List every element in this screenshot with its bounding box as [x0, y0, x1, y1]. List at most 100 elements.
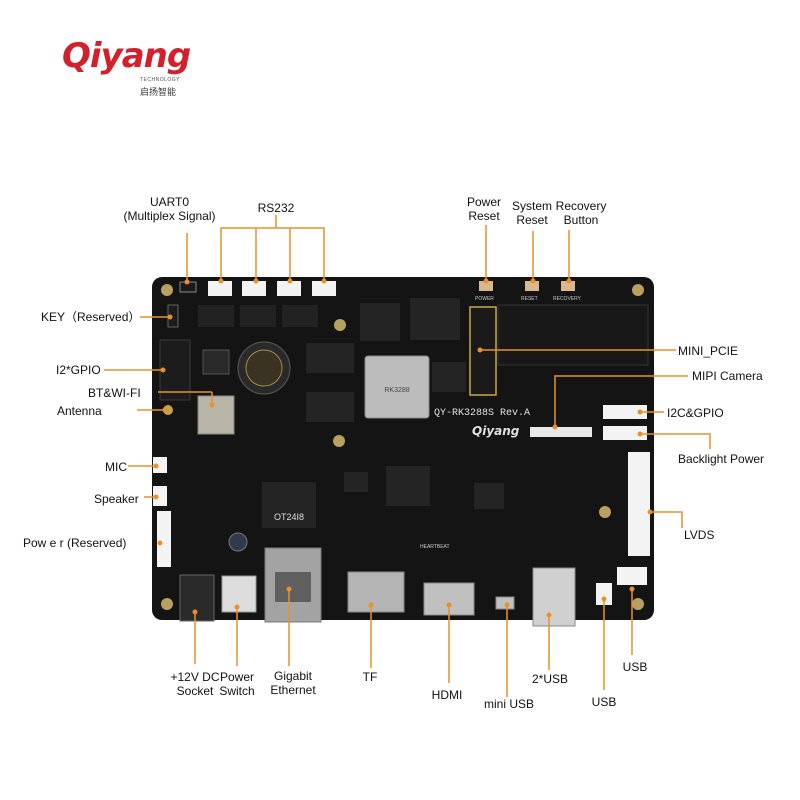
- leader-dot: [446, 602, 452, 608]
- silk-reset: RESET: [521, 296, 538, 302]
- leader-dot: [253, 278, 259, 284]
- label-uart0-line1: UART0: [149, 195, 190, 209]
- soc-label: RK3288: [384, 387, 409, 394]
- label-ethernet-line1: Gigabit: [273, 669, 313, 683]
- mini-pcie-slot: [469, 306, 497, 396]
- leader-dot: [504, 602, 510, 608]
- leader-dots: [153, 278, 653, 618]
- label-key: KEY（Reserved）: [41, 310, 141, 324]
- leader-lvds: [650, 511, 683, 528]
- logo-technology: TECHNOLOGY: [140, 77, 181, 83]
- label-mipi-camera: MIPI Camera: [692, 369, 763, 383]
- ic-chip: [282, 305, 318, 327]
- leader-dot: [321, 278, 327, 284]
- leader-dot: [647, 509, 653, 515]
- leader-dot: [192, 609, 198, 615]
- label-switch-line2: Switch: [219, 684, 255, 698]
- ethernet-port-opening: [275, 572, 311, 602]
- leader-dot: [153, 463, 159, 469]
- antenna-connector: [163, 405, 173, 415]
- label-uart0-line2: (Multiplex Signal): [123, 209, 216, 223]
- battery-cell: [245, 349, 283, 387]
- mount-hole: [161, 598, 173, 610]
- ic-chip: [198, 305, 234, 327]
- inductor: [202, 349, 230, 375]
- rs232-connector: [242, 281, 266, 296]
- leader-dot: [483, 278, 489, 284]
- leader-dot: [287, 278, 293, 284]
- label-power-reset-line1: Power: [466, 195, 501, 209]
- label-dc-line2: Socket: [176, 684, 214, 698]
- rs232-connector: [277, 281, 301, 296]
- memory-chip: [306, 392, 354, 422]
- power-reset-button: [479, 281, 493, 291]
- mount-hole: [334, 319, 346, 331]
- pmic-chip: [432, 362, 466, 392]
- backlight-power-connector: [603, 426, 647, 440]
- rs232-connector: [208, 281, 232, 296]
- label-backlight-power: Backlight Power: [678, 452, 765, 466]
- label-mini-usb: mini USB: [483, 697, 534, 711]
- leader-dot: [530, 278, 536, 284]
- mini-usb-port: [495, 596, 515, 610]
- label-speaker: Speaker: [94, 492, 139, 506]
- leader-dot: [368, 602, 374, 608]
- ethernet-transformer: [262, 482, 316, 528]
- label-hdmi: HDMI: [431, 688, 463, 702]
- dual-usb-port: [532, 567, 576, 627]
- leader-backlight: [640, 433, 711, 449]
- board-model: QY-RK3288S Rev.A: [434, 408, 530, 419]
- label-mini-pcie: MINI_PCIE: [678, 344, 739, 358]
- leader-dot: [637, 409, 643, 415]
- ic-chip: [386, 466, 430, 506]
- leader-mipi: [554, 375, 688, 427]
- label-mic: MIC: [105, 460, 127, 474]
- label-antenna: Antenna: [57, 404, 102, 418]
- leader-dot: [546, 612, 552, 618]
- soc-chip: [364, 355, 430, 419]
- mount-hole: [161, 284, 173, 296]
- leader-dot: [286, 586, 292, 592]
- qiyang-logo: Qiyang TECHNOLOGY 启扬智能: [62, 36, 192, 100]
- label-power-reset-line2: Reset: [468, 209, 500, 223]
- leader-dot: [566, 278, 572, 284]
- leader-dot: [153, 494, 159, 500]
- label-system-reset: System Reset: [502, 199, 562, 227]
- leader-dot: [160, 367, 166, 373]
- shield-area: [497, 304, 649, 366]
- leader-dot: [234, 604, 240, 610]
- leader-dot: [477, 347, 483, 353]
- ic-chip: [474, 483, 504, 509]
- label-usb-b: USB: [622, 660, 648, 674]
- mount-hole: [599, 506, 611, 518]
- capacitor: [228, 532, 248, 552]
- gpio-header: [159, 339, 191, 401]
- label-uart0: UART0 (Multiplex Signal): [112, 195, 227, 223]
- leader-dot: [167, 314, 173, 320]
- leader-dot: [601, 596, 607, 602]
- tf-slot: [347, 571, 405, 613]
- mount-hole: [632, 598, 644, 610]
- mipi-camera-connector: [530, 427, 592, 437]
- label-power-reset: Power Reset: [452, 195, 516, 223]
- transformer-label: OT24I8: [274, 512, 304, 522]
- label-tf: TF: [362, 670, 378, 684]
- label-usb-a: USB: [591, 695, 617, 709]
- rs232-connector: [312, 281, 336, 296]
- memory-chip: [360, 303, 400, 341]
- label-recovery-line2: Button: [563, 213, 599, 227]
- label-recovery-button: Recovery Button: [548, 199, 614, 227]
- label-2usb: 2*USB: [531, 672, 569, 686]
- label-recovery-line1: Recovery: [555, 199, 607, 213]
- label-power-switch: Power Switch: [210, 670, 264, 698]
- leader-dot: [218, 278, 224, 284]
- power-reserved-connector: [157, 511, 171, 567]
- label-gigabit-ethernet: Gigabit Ethernet: [261, 669, 325, 697]
- leader-rs232: [220, 227, 325, 281]
- label-system-reset-line1: System: [511, 199, 552, 213]
- recovery-button: [561, 281, 575, 291]
- memory-chip: [306, 343, 354, 373]
- label-dc-socket: +12V DC Socket: [150, 670, 240, 698]
- ic-chip: [240, 305, 276, 327]
